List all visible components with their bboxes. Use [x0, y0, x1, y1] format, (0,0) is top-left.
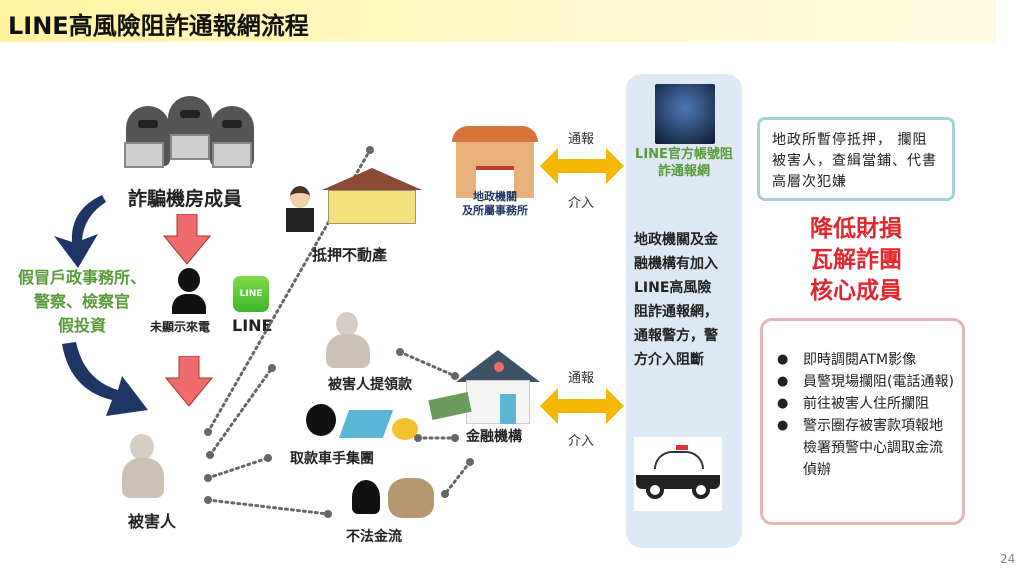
slide-title: LINE高風險阻詐通報網流程	[8, 12, 309, 40]
bank-action-item: 警示圈存被害款項報地檢署預警中心調取金流偵辦	[777, 415, 954, 481]
red-down-arrow-icon	[164, 356, 214, 407]
description-line: LINE高風險	[634, 280, 712, 296]
line-account-label: LINE官方帳號阻 詐通報網	[626, 146, 742, 180]
bank-label: 金融機構	[466, 429, 522, 445]
description-line: 融機構有加入	[634, 256, 718, 272]
navy-curved-arrow-icon	[62, 342, 148, 416]
line-app-icon: LINE	[233, 276, 269, 312]
navy-curved-arrow-icon	[54, 195, 106, 268]
description-line: 通報警方，警	[634, 328, 718, 344]
impersonation-line: 警察、檢察官	[33, 292, 130, 311]
bank-action-box: 即時調閱ATM影像 員警現場攔阻(電話通報) 前往被害人住所攔阻 警示圈存被害款…	[760, 318, 965, 525]
intervene-label: 介入	[568, 196, 595, 211]
land-office-action-box: 地政所暫停抵押， 攔阻被害人，查緝當鋪、代書高層次犯嫌	[757, 117, 955, 201]
panel-description: 地政機關及金 融機構有加入 LINE高風險 阻詐通報網， 通報警方，警 方介入阻…	[634, 228, 740, 372]
police-bear-avatar-icon	[655, 84, 715, 144]
fraud-ring-icon	[120, 96, 260, 180]
goal-line: 核心成員	[810, 278, 902, 304]
line-label: LINE	[232, 316, 273, 335]
report-label: 通報	[568, 132, 595, 147]
double-arrow-icon	[540, 388, 624, 424]
anonymous-caller-icon	[172, 268, 206, 316]
land-office-line: 及所屬事務所	[462, 204, 528, 217]
money-mule-label: 取款車手集團	[290, 451, 374, 467]
land-office-building-icon	[452, 126, 538, 198]
bank-house-icon	[428, 350, 540, 426]
hidden-call-label: 未顯示來電	[150, 320, 211, 334]
bank-action-item: 即時調閱ATM影像	[777, 349, 954, 371]
police-car-icon	[634, 437, 722, 511]
impersonation-line: 假投資	[57, 316, 106, 335]
line-account-line: LINE官方帳號阻	[635, 147, 733, 162]
money-bags-icon	[352, 478, 438, 518]
goal-line: 降低財損	[810, 216, 902, 242]
victim-figure-icon	[322, 312, 372, 368]
victim-figure-icon	[118, 434, 168, 504]
red-down-arrow-icon	[162, 214, 212, 265]
connector-line	[208, 366, 274, 457]
goal-text: 降低財損 瓦解詐團 核心成員	[810, 214, 902, 307]
line-account-line: 詐通報網	[657, 164, 710, 179]
impersonation-line: 假冒戶政事務所、	[17, 268, 146, 287]
agent-figure-icon	[286, 186, 314, 234]
dotted-connectors	[204, 146, 474, 518]
description-line: 地政機關及金	[634, 232, 718, 248]
victim-label: 被害人	[128, 512, 177, 531]
bank-action-item: 員警現場攔阻(電話通報)	[777, 371, 954, 393]
land-office-line: 地政機關	[473, 190, 517, 203]
mortgage-label: 抵押不動產	[312, 246, 388, 264]
description-line: 阻詐通報網，	[634, 304, 718, 320]
page-number: 24	[1000, 552, 1016, 566]
report-label: 通報	[568, 371, 595, 386]
house-icon	[316, 168, 426, 228]
description-line: 方介入阻斷	[634, 352, 704, 368]
illegal-flow-label: 不法金流	[346, 529, 402, 545]
bank-action-item: 前往被害人住所攔阻	[777, 393, 954, 415]
goal-line: 瓦解詐團	[810, 247, 902, 273]
double-arrow-icon	[540, 148, 624, 184]
money-mule-icon	[306, 404, 424, 444]
intervene-label: 介入	[568, 434, 595, 449]
title-bar	[0, 0, 996, 42]
victim-withdraw-label: 被害人提領款	[328, 377, 412, 393]
fraud-ring-label: 詐騙機房成員	[128, 188, 243, 210]
impersonation-text: 假冒戶政事務所、 警察、檢察官 假投資	[2, 266, 162, 338]
land-office-label: 地政機關 及所屬事務所	[462, 190, 528, 218]
